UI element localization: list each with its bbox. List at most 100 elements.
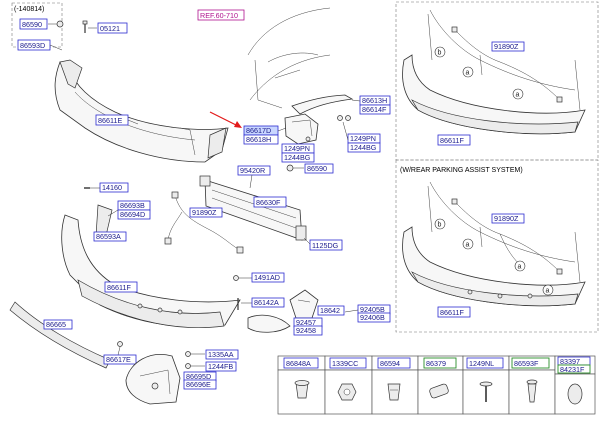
label-86611F-mid[interactable]: 86611F: [104, 281, 138, 293]
circle-a-top-right-1: a: [462, 66, 474, 78]
label-86593D[interactable]: 86593D: [17, 39, 51, 51]
label-86593A[interactable]: 86593A: [93, 231, 127, 242]
svg-text:14160: 14160: [102, 183, 122, 192]
label-1244BG-a[interactable]: 1244BG: [281, 152, 315, 163]
svg-text:86611F: 86611F: [107, 283, 131, 292]
plug-clip-icon: [526, 379, 538, 403]
svg-text:18642: 18642: [320, 306, 340, 315]
cap-icon: [567, 383, 583, 405]
svg-text:a: a: [516, 92, 520, 99]
svg-text:1244FB: 1244FB: [208, 362, 233, 371]
circle-b-bottom-right: b: [434, 218, 446, 230]
ref-label-60-710[interactable]: REF.60-710: [197, 9, 245, 21]
svg-text:92406B: 92406B: [360, 313, 385, 322]
clip-1335AA-icon: [185, 351, 205, 357]
svg-text:92458: 92458: [296, 326, 316, 335]
label-86696E[interactable]: 86696E: [183, 379, 217, 390]
label-86611F-bottom-right[interactable]: 86611F: [437, 306, 471, 318]
svg-text:86593F: 86593F: [514, 359, 539, 368]
svg-text:86611F: 86611F: [440, 308, 464, 317]
bumper-cover-86611E: [54, 59, 229, 163]
svg-text:86618H: 86618H: [246, 135, 271, 144]
svg-text:86593A: 86593A: [96, 232, 121, 241]
label-1249PN-b[interactable]: 1249PN: [347, 133, 381, 144]
svg-text:1244BG: 1244BG: [284, 153, 311, 162]
reflector-92405B-icon: [247, 314, 291, 333]
svg-text:86379: 86379: [426, 359, 446, 368]
svg-text:86590: 86590: [22, 20, 42, 29]
label-86617E[interactable]: 86617E: [103, 354, 137, 365]
parts-table-label-3[interactable]: 86379: [423, 357, 457, 369]
label-86611F-top-right[interactable]: 86611F: [437, 134, 471, 146]
label-86590-top[interactable]: 86590: [19, 18, 48, 30]
clip-1491AD-icon: [233, 275, 252, 281]
svg-text:86614F: 86614F: [362, 105, 387, 114]
parts-table-label-1[interactable]: 1339CC: [329, 357, 367, 369]
svg-text:86611E: 86611E: [98, 116, 122, 125]
splash-shield-86695D-icon: [125, 354, 181, 405]
svg-text:1249PN: 1249PN: [284, 144, 310, 153]
label-86618H[interactable]: 86618H: [243, 134, 279, 145]
svg-text:1244BG: 1244BG: [350, 143, 377, 152]
label-86611E[interactable]: 86611E: [95, 114, 129, 126]
top-right-panel: [395, 1, 599, 161]
label-86617D[interactable]: 86617D: [243, 125, 279, 136]
parts-table-label-0[interactable]: 86848A: [283, 357, 319, 369]
label-18642[interactable]: 18642: [317, 305, 345, 316]
svg-text:86590: 86590: [307, 164, 327, 173]
clip-86590-icon: [48, 20, 64, 28]
label-91890Z-bottom-right[interactable]: 91890Z: [491, 213, 525, 224]
svg-text:a: a: [466, 70, 470, 77]
variant-title: (W/REAR PARKING ASSIST SYSTEM): [400, 167, 523, 174]
svg-text:86693B: 86693B: [120, 201, 145, 210]
svg-text:a: a: [518, 264, 522, 271]
label-1244FB[interactable]: 1244FB: [205, 361, 237, 372]
label-86694D[interactable]: 86694D: [117, 209, 151, 220]
svg-text:86593D: 86593D: [20, 41, 45, 50]
svg-text:86630F: 86630F: [256, 198, 281, 207]
svg-text:86611F: 86611F: [440, 136, 464, 145]
bracket-18642-icon: [289, 289, 319, 319]
circle-a-bottom-right-1: a: [462, 238, 474, 250]
push-clip-icon: [294, 380, 310, 399]
label-95420R[interactable]: 95420R: [237, 165, 271, 176]
label-91890Z-mid[interactable]: 91890Z: [189, 207, 223, 218]
svg-text:05121: 05121: [100, 24, 120, 33]
label-1244BG-b[interactable]: 1244BG: [347, 142, 381, 153]
label-1125DG[interactable]: 1125DG: [309, 239, 343, 251]
svg-text:86665: 86665: [46, 320, 66, 329]
bumper-cover-86611F-bottom-right: [402, 181, 586, 307]
bracket-86613H-icon: [291, 94, 354, 121]
body-panel-ref: [247, 7, 331, 109]
svg-text:91890Z: 91890Z: [494, 214, 519, 223]
svg-text:a: a: [546, 288, 550, 295]
label-92406B[interactable]: 92406B: [357, 312, 391, 323]
svg-text:b: b: [438, 50, 442, 57]
label-1249PN-a[interactable]: 1249PN: [281, 143, 315, 154]
label-91890Z-top-right[interactable]: 91890Z: [491, 41, 525, 52]
parts-table-label-4[interactable]: 1249NL: [466, 357, 504, 369]
pad-icon: [429, 383, 449, 399]
parts-table-label-2[interactable]: 86594: [377, 357, 411, 369]
label-86665[interactable]: 86665: [43, 319, 73, 330]
label-14160[interactable]: 14160: [99, 182, 129, 193]
label-86614F[interactable]: 86614F: [359, 104, 391, 115]
label-1491AD[interactable]: 1491AD: [251, 272, 285, 283]
svg-text:1125DG: 1125DG: [312, 241, 339, 250]
label-05121[interactable]: 05121: [97, 22, 128, 34]
label-86613H[interactable]: 86613H: [359, 95, 391, 106]
svg-text:92457: 92457: [296, 318, 316, 327]
grommet-clip-icon: [387, 383, 401, 401]
label-86590-mid[interactable]: 86590: [304, 163, 334, 174]
label-1335AA[interactable]: 1335AA: [205, 349, 239, 360]
label-86630F[interactable]: 86630F: [253, 196, 287, 208]
parts-table-label-7[interactable]: 84231F: [557, 364, 591, 374]
label-86142A[interactable]: 86142A: [251, 297, 285, 308]
label-92458[interactable]: 92458: [293, 325, 323, 336]
label-86693B[interactable]: 86693B: [117, 200, 151, 211]
parts-table-label-5[interactable]: 86593F: [511, 357, 550, 369]
circle-a-bottom-right-3: a: [542, 284, 554, 296]
svg-text:91890Z: 91890Z: [192, 208, 217, 217]
svg-text:91890Z: 91890Z: [494, 42, 519, 51]
